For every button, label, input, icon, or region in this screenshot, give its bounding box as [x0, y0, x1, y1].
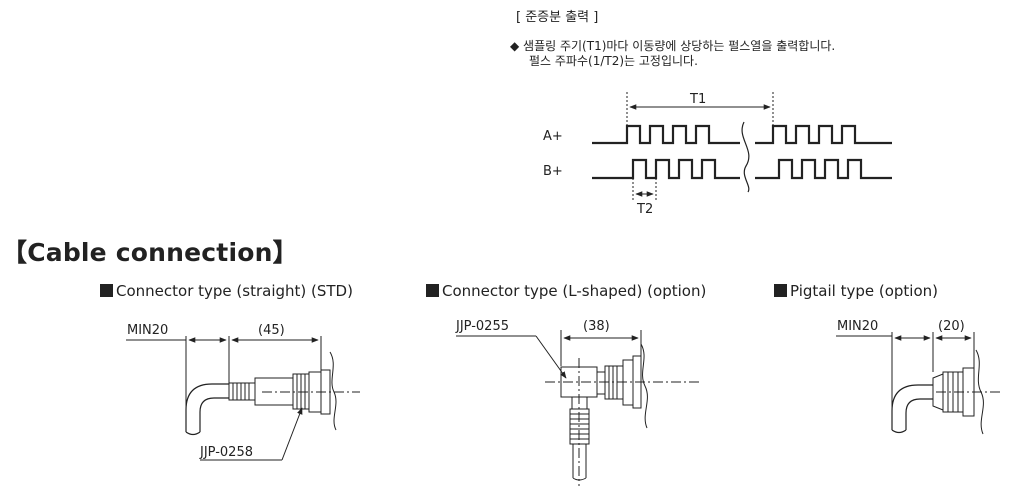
- waveform-b-resume: [755, 158, 892, 180]
- square-bullet-icon: [426, 284, 439, 297]
- break-mark-left: [741, 121, 750, 193]
- straight-length-label: (45): [258, 323, 285, 338]
- straight-part-number: JJP-0258: [199, 445, 253, 460]
- l-shaped-length-label: (38): [583, 319, 610, 334]
- t1-label: T1: [689, 92, 706, 107]
- type-title-l-shaped: Connector type (L-shaped) (option): [426, 282, 706, 300]
- incremental-output-title: [ 준증분 출력 ]: [516, 10, 599, 25]
- waveform-a: [592, 124, 740, 145]
- square-bullet-icon: [774, 284, 787, 297]
- signal-b-label: B+: [543, 164, 563, 179]
- drawing-pigtail: MIN20 (20): [836, 319, 1000, 435]
- waveform-b: [592, 158, 740, 180]
- l-shaped-part-number: JJP-0255: [455, 319, 509, 334]
- pigtail-min-label: MIN20: [837, 319, 878, 334]
- signal-a-label: A+: [543, 129, 563, 144]
- waveform-a-resume: [755, 124, 892, 145]
- drawing-l-shaped-connector: JJP-0255 (38): [455, 319, 700, 486]
- drawing-straight-connector: MIN20 (45) JJP-0258: [126, 323, 360, 461]
- cable-connection-title: 【Cable connection】: [2, 238, 298, 267]
- type-title-pigtail: Pigtail type (option): [774, 282, 938, 300]
- type-title-straight: Connector type (straight) (STD): [100, 282, 353, 300]
- pulse-timing-diagram: A+ B+ T1 T2: [543, 92, 892, 217]
- straight-min-label: MIN20: [127, 323, 168, 338]
- square-bullet-icon: [100, 284, 113, 297]
- pigtail-length-label: (20): [938, 319, 965, 334]
- description-line-1: ◆ 샘플링 주기(T1)마다 이동량에 상당하는 펄스열을 출력합니다.: [510, 39, 836, 53]
- t2-label: T2: [636, 202, 653, 217]
- incremental-description: ◆ 샘플링 주기(T1)마다 이동량에 상당하는 펄스열을 출력합니다. 펄스 …: [510, 39, 835, 69]
- description-line-2: 펄스 주파수(1/T2)는 고정입니다.: [529, 54, 698, 68]
